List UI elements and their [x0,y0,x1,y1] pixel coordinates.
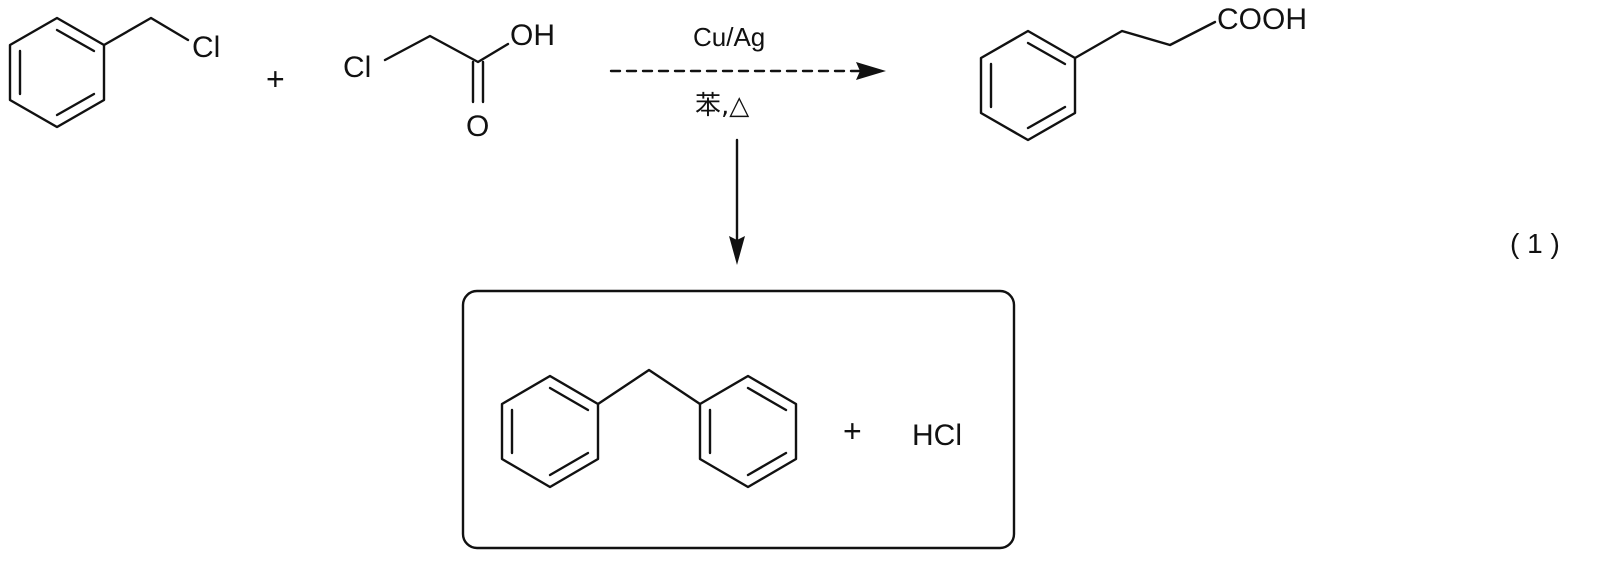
propanoic-chain-bond [1073,20,1217,60]
ring-double-bond [548,386,590,412]
benzene-ring [500,374,600,489]
cl-ch2-cooh-bond [383,34,510,64]
hydroxyl-label: OH [510,19,555,52]
equation-number: ( 1 ) [1510,228,1560,259]
ch2-cl-bond [102,16,190,47]
solvent-heat-label: 苯,△ [695,91,749,121]
chlorine-label: Cl [192,31,220,64]
ring-double-bond [746,386,788,412]
chloroacetic-acid-structure: Cl OH O [343,19,555,143]
ring-double-bond [55,92,96,117]
ring-double-bond [55,28,96,53]
chlorine-label: Cl [343,51,371,84]
side-reaction-arrow [729,138,745,265]
side-products-box: + HCl [461,289,1016,550]
ring-double-bond [746,451,788,477]
arrow-head [856,62,886,80]
methylene-bridge-bond [596,368,702,406]
carboxyl-label: COOH [1217,3,1307,36]
benzene-ring [979,29,1077,142]
arrow-head [729,236,745,265]
product-structure: COOH [979,3,1307,142]
reaction-arrow-group: Cu/Ag 苯,△ [609,22,886,121]
benzyl-chloride-structure: Cl [8,16,220,129]
benzene-ring [8,16,106,129]
carbonyl-oxygen-label: O [466,110,489,143]
plus-sign: + [843,413,862,449]
ring-double-bond [548,451,590,477]
ring-double-bond [1026,41,1067,66]
catalyst-label: Cu/Ag [693,22,765,52]
ring-double-bond [1026,105,1067,130]
plus-sign: + [266,61,285,97]
benzene-ring [698,374,798,489]
diphenylmethane-structure [500,368,798,489]
box-frame [461,289,1016,550]
hcl-label: HCl [912,419,962,452]
